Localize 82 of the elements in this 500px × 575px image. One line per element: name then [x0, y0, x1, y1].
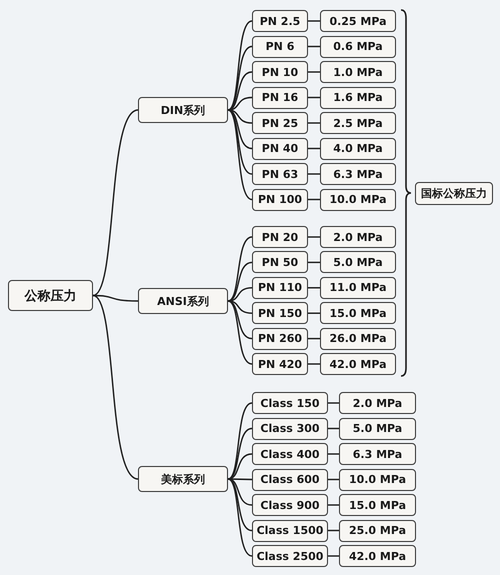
label-box: PN 110	[252, 276, 308, 299]
label-box: PN 150	[252, 302, 308, 324]
label-box: PN 260	[252, 328, 308, 350]
connector-line	[228, 478, 252, 557]
label-box: PN 420	[252, 353, 308, 375]
label-box: 6.3 MPa	[320, 163, 396, 185]
connector-line	[228, 236, 252, 302]
label-box: Class 300	[252, 418, 328, 440]
label-box: 42.0 MPa	[320, 353, 396, 375]
connector-line	[228, 428, 252, 480]
label-box: 5.0 MPa	[339, 418, 416, 440]
connector-line	[328, 478, 339, 480]
connector-line	[308, 338, 320, 340]
connector-line	[228, 20, 252, 111]
label-box: 2.5 MPa	[320, 112, 396, 134]
label-box: 5.0 MPa	[320, 251, 396, 274]
connector-line	[228, 109, 252, 175]
label-box: Class 400	[252, 443, 328, 465]
connector-line	[228, 300, 252, 365]
label-box: PN 20	[252, 226, 308, 248]
label-box: DIN系列	[138, 97, 228, 123]
label-box: 0.25 MPa	[320, 10, 396, 32]
label-box: 公称压力	[8, 280, 93, 311]
label-box: PN 16	[252, 86, 308, 108]
label-box: PN 2.5	[252, 10, 308, 32]
connector-line	[328, 428, 339, 430]
label-box: PN 6	[252, 36, 308, 58]
connector-line	[308, 71, 320, 73]
connector-line	[308, 236, 320, 238]
label-box: ANSI系列	[138, 288, 228, 314]
connector-line	[92, 109, 138, 296]
label-box: 26.0 MPa	[320, 328, 396, 350]
label-box: 2.0 MPa	[320, 226, 396, 248]
connector-line	[328, 402, 339, 404]
label-box: PN 50	[252, 251, 308, 274]
label-box: PN 25	[252, 112, 308, 134]
label-box: PN 100	[252, 188, 308, 210]
connector-line	[228, 109, 252, 200]
connector-line	[228, 478, 252, 532]
label-box: Class 900	[252, 494, 328, 516]
label-box: 1.0 MPa	[320, 61, 396, 83]
connector-line	[328, 530, 339, 532]
connector-line	[308, 198, 320, 200]
label-box: 6.3 MPa	[339, 443, 416, 465]
label-box: 10.0 MPa	[320, 188, 396, 210]
connector-line	[92, 294, 138, 302]
label-box: Class 150	[252, 392, 328, 414]
label-box: 1.6 MPa	[320, 86, 396, 108]
connector-line	[308, 20, 320, 22]
label-box: 10.0 MPa	[339, 468, 416, 490]
connector-line	[308, 122, 320, 124]
connector-line	[228, 262, 252, 302]
label-box: 4.0 MPa	[320, 138, 396, 160]
label-box: 0.6 MPa	[320, 36, 396, 58]
label-box: 15.0 MPa	[320, 302, 396, 324]
connector-line	[92, 294, 138, 480]
label-box: 2.0 MPa	[339, 392, 416, 414]
connector-line	[308, 287, 320, 288]
label-box: 42.0 MPa	[339, 545, 416, 567]
connector-line	[308, 46, 320, 48]
connector-line	[228, 300, 252, 340]
label-box: 11.0 MPa	[320, 276, 396, 299]
connector-line	[308, 363, 320, 365]
label-box: Class 600	[252, 468, 328, 490]
connector-line	[308, 148, 320, 150]
label-box: 15.0 MPa	[339, 494, 416, 516]
connector-line	[308, 173, 320, 175]
label-box: 美标系列	[138, 466, 228, 492]
label-box: 25.0 MPa	[339, 520, 416, 542]
connector-line	[308, 96, 320, 98]
connector-line	[228, 402, 252, 480]
label-box: Class 1500	[252, 520, 328, 542]
label-box: 国标公称压力	[415, 182, 493, 205]
connector-line	[308, 262, 320, 264]
connector-line	[328, 555, 339, 557]
connector-line	[328, 504, 339, 506]
connector-line	[328, 453, 339, 455]
label-box: PN 40	[252, 138, 308, 160]
label-box: PN 63	[252, 163, 308, 185]
label-box: Class 2500	[252, 545, 328, 567]
label-box: PN 10	[252, 61, 308, 83]
connector-line	[308, 312, 320, 314]
